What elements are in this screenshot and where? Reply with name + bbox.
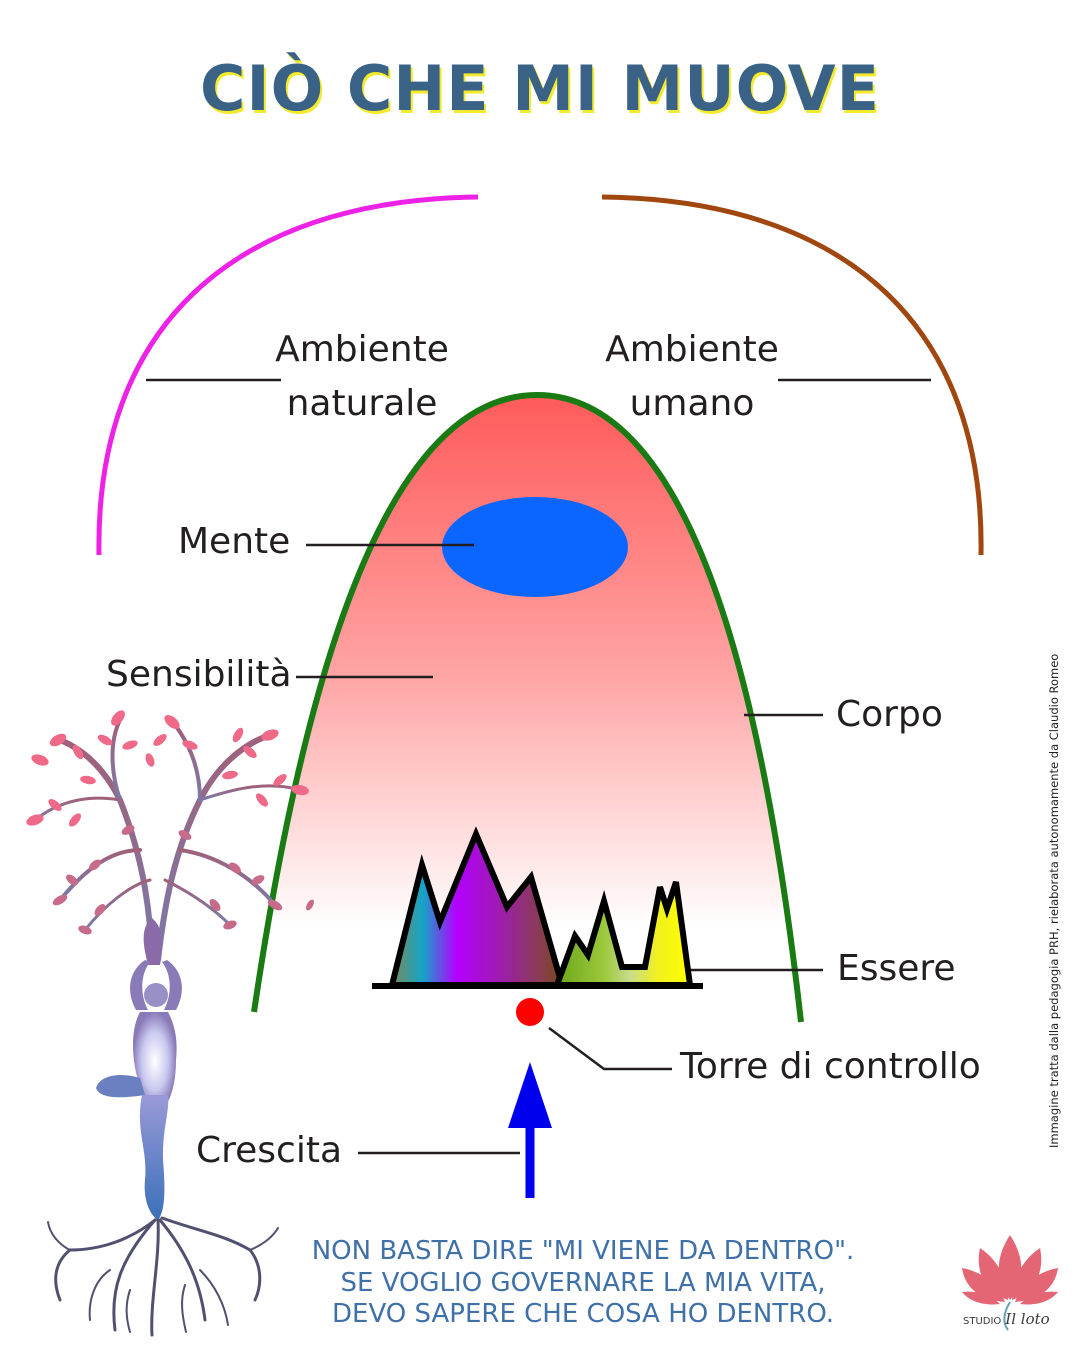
body-outline [251, 391, 804, 1023]
being-mountain-left [388, 826, 566, 988]
label-control-tower: Torre di controllo [680, 1046, 981, 1087]
quote-line-2: SE VOGLIO GOVERNARE LA MIA VITA, [340, 1267, 826, 1298]
label-mind: Mente [178, 521, 291, 562]
page-title: CIÒ CHE MI MUOVE [200, 52, 880, 125]
bottom-quote: NON BASTA DIRE "MI VIENE DA DENTRO". SE … [248, 1236, 918, 1331]
label-human-environment-line1: Ambiente [605, 329, 779, 370]
quote-line-3: DEVO SAPERE CHE COSA HO DENTRO. [332, 1299, 834, 1330]
growth-arrow-head [508, 1062, 552, 1128]
being-mountain-right [552, 881, 694, 988]
mind-ellipse [442, 497, 628, 597]
human-environment-arc [601, 194, 984, 556]
logo-studio-word: STUDIO [963, 1316, 1002, 1327]
image-credit: Immagine tratta dalla pedagogia PRH, rie… [1047, 653, 1061, 1148]
control-tower-dot [516, 998, 544, 1026]
label-body: Corpo [836, 694, 943, 735]
body-shape [254, 395, 801, 1022]
label-natural-environment-line2: naturale [286, 383, 438, 424]
label-human-environment: Ambiente umano [592, 323, 792, 431]
label-being: Essere [837, 948, 956, 989]
natural-environment-arc [96, 194, 479, 556]
leader-control-tower [548, 1026, 672, 1071]
label-sensibility: Sensibilità [106, 654, 292, 695]
label-growth: Crescita [196, 1130, 343, 1171]
quote-line-1: NON BASTA DIRE "MI VIENE DA DENTRO". [311, 1236, 855, 1266]
lotus-logo-icon [962, 1235, 1058, 1331]
tree-woman-icon [26, 710, 314, 1337]
logo-name: Il loto [1005, 1310, 1050, 1328]
label-natural-environment-line1: Ambiente [275, 329, 449, 370]
label-natural-environment: Ambiente naturale [262, 323, 462, 431]
label-human-environment-line2: umano [629, 383, 755, 424]
